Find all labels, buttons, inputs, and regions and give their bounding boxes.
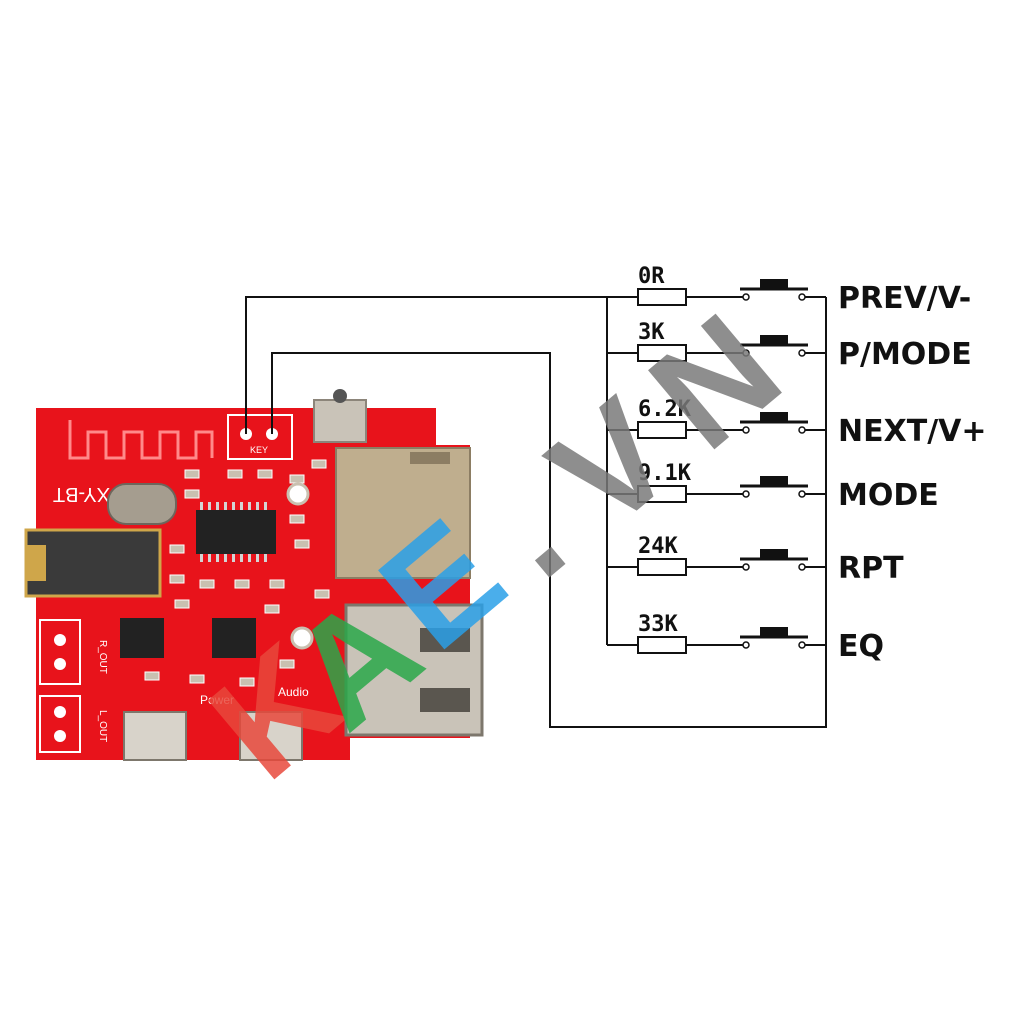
- button-function-label: RPT: [838, 551, 904, 586]
- push-button-switch: [740, 335, 808, 347]
- right-out-connector: [39, 619, 81, 685]
- left-out-connector: [39, 695, 81, 753]
- switch-contact-right: [798, 293, 806, 301]
- left-out-label: L_OUT: [97, 710, 108, 742]
- audio-jack: [24, 528, 162, 598]
- button-function-label: NEXT/V+: [838, 414, 987, 449]
- switch-contact-left: [742, 426, 750, 434]
- power-label: Power: [200, 693, 234, 707]
- resistor-value-label: 24K: [638, 534, 678, 559]
- resistor: [637, 558, 687, 576]
- wire-key-pin-2: [271, 297, 827, 728]
- micro-usb-power: [123, 711, 187, 761]
- wiring: [245, 296, 827, 728]
- button-function-label: EQ: [838, 629, 884, 664]
- pcb-antenna: [68, 420, 214, 460]
- switch-contact-left: [742, 293, 750, 301]
- board-model-label: XY-BT: [53, 483, 110, 505]
- resistor-value-label: 33K: [638, 612, 678, 637]
- smd-components: [144, 459, 330, 687]
- push-button-switch: [740, 412, 808, 424]
- main-ic-pins: [200, 502, 267, 562]
- button-ladder: 0R PREV/V- 3K P/MODE 6.2K NEXT/V+ 9.1K MODE 24K R…: [607, 264, 987, 664]
- resistor: [637, 636, 687, 654]
- micro-usb-audio: [239, 711, 303, 761]
- switch-contact-left: [742, 490, 750, 498]
- ladder-row: 0R PREV/V-: [607, 264, 971, 316]
- usb-a-slot-bottom: [420, 688, 470, 712]
- amplifier-chip-right: [212, 618, 256, 658]
- switch-contact-left: [742, 563, 750, 571]
- button-function-label: PREV/V-: [838, 281, 971, 316]
- mounting-hole-top: [286, 482, 310, 506]
- board-switch: [313, 399, 367, 443]
- ladder-row: 9.1K MODE: [607, 461, 939, 513]
- switch-knob: [333, 389, 347, 403]
- button-function-label: P/MODE: [838, 337, 972, 372]
- audio-label: Audio: [278, 685, 309, 699]
- ladder-row: 6.2K NEXT/V+: [607, 397, 987, 449]
- audio-jack-ring: [26, 545, 46, 581]
- resistor-value-label: 3K: [638, 320, 665, 345]
- left-out-pin-1: [54, 706, 66, 718]
- resistor-value-label: 0R: [638, 264, 665, 289]
- ladder-row: 33K EQ: [607, 612, 884, 664]
- key-header-label: KEY: [250, 445, 268, 455]
- mounting-hole-bottom: [290, 626, 314, 650]
- switch-contact-right: [798, 563, 806, 571]
- wire-key-pin-1: [245, 296, 607, 434]
- ladder-row: 3K P/MODE: [607, 320, 972, 372]
- crystal-oscillator: [107, 483, 177, 525]
- switch-contact-right: [798, 641, 806, 649]
- push-button-switch: [740, 627, 808, 639]
- switch-contact-left: [742, 641, 750, 649]
- right-out-pin-2: [54, 658, 66, 670]
- push-button-switch: [740, 279, 808, 291]
- button-function-label: MODE: [838, 478, 939, 513]
- switch-contact-right: [798, 349, 806, 357]
- usb-a-port: [344, 603, 484, 737]
- key-header: [227, 414, 293, 460]
- resistor-value-label: 6.2K: [638, 397, 692, 422]
- push-button-switch: [740, 549, 808, 561]
- right-out-pin-1: [54, 634, 66, 646]
- switch-contact-right: [798, 426, 806, 434]
- right-out-label: R_OUT: [97, 640, 108, 674]
- usb-a-slot-top: [420, 628, 470, 652]
- ladder-row: 24K RPT: [607, 534, 904, 586]
- tf-card-slot: [335, 447, 471, 579]
- bluetooth-board: XY-BT KEY: [24, 389, 484, 761]
- amplifier-chip-left: [120, 618, 164, 658]
- main-ic-chip: [196, 510, 276, 554]
- tf-card-latch: [410, 452, 450, 464]
- switch-contact-right: [798, 490, 806, 498]
- push-button-switch: [740, 476, 808, 488]
- left-out-pin-2: [54, 730, 66, 742]
- resistor-value-label: 9.1K: [638, 461, 692, 486]
- switch-contact-left: [742, 349, 750, 357]
